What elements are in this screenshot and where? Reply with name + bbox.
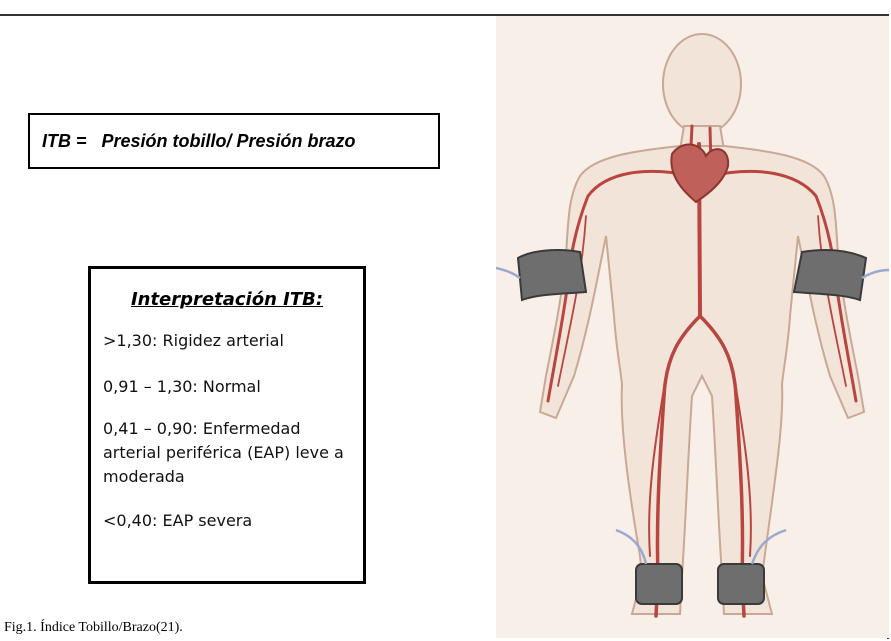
interpretation-box: Interpretación ITB: >1,30: Rigidez arter… [88,266,366,584]
formula-text: ITB = Presión tobillo/ Presión brazo [42,131,356,152]
figure-caption: Fig.1. Índice Tobillo/Brazo(21). [4,620,183,636]
arm-cuff-right [518,250,586,300]
interpretation-item: 0,41 – 0,90: Enfermedad arterial perifér… [103,417,361,489]
interpretation-item: <0,40: EAP severa [103,509,361,533]
interpretation-title: Interpretación ITB: [91,289,363,310]
body-arteries-illustration [496,16,889,638]
interpretation-item: 0,91 – 1,30: Normal [103,375,361,399]
formula-box: ITB = Presión tobillo/ Presión brazo [28,113,440,169]
ankle-cuff-left [718,564,764,604]
arm-cuff-left [794,250,866,300]
ankle-cuff-right [636,564,682,604]
interpretation-item: >1,30: Rigidez arterial [103,329,361,353]
